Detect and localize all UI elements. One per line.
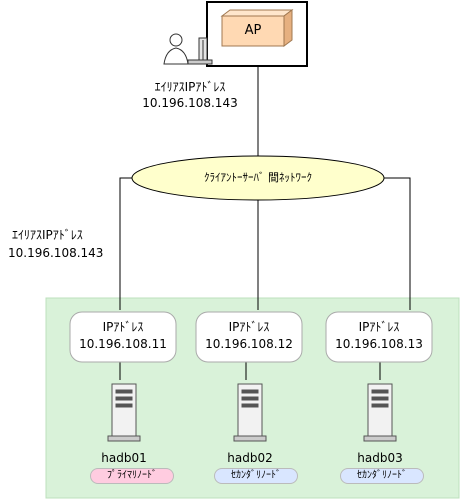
hadb01-ip: 10.196.108.11 [79,337,167,351]
ap-label: AP [244,23,262,38]
hadb03-ip: 10.196.108.13 [335,337,423,351]
hadb01-name: hadb01 [101,451,147,465]
user-icon [163,33,213,65]
hadb01-role-badge: ﾌﾟﾗｲﾏﾘﾉｰﾄﾞ [90,468,174,484]
hadb02-ip: 10.196.108.12 [205,337,293,351]
hadb02-role-badge: ｾｶﾝﾀﾞﾘﾉｰﾄﾞ [214,468,298,484]
hadb02-name: hadb02 [227,451,273,465]
hadb03-callout [325,311,433,363]
cluster-alias-label: ｴｲﾘｱｽIPｱﾄﾞﾚｽ [12,228,83,242]
hadb03-ip-label: IPｱﾄﾞﾚｽ [358,320,400,334]
hadb01-ip-label: IPｱﾄﾞﾚｽ [102,320,144,334]
ap-alias-label: ｴｲﾘｱｽIPｱﾄﾞﾚｽ [154,80,226,94]
ap-alias-ip: 10.196.108.143 [142,96,238,110]
hadb03-role-badge: ｾｶﾝﾀﾞﾘﾉｰﾄﾞ [340,468,424,484]
hadb03-server-icon [363,383,397,442]
network-ellipse [131,155,385,201]
hadb02-ip-label: IPｱﾄﾞﾚｽ [228,320,270,334]
hadb01-server-icon [107,383,141,442]
ap-box-top [220,9,294,17]
network-label: ｸﾗｲｱﾝﾄｰｻｰﾊﾞ 間ﾈｯﾄﾜｰｸ [204,171,312,184]
ap-box-side [283,9,293,47]
hadb02-server-icon [233,383,267,442]
hadb02-callout [195,311,303,363]
cluster-alias-ip: 10.196.108.143 [8,246,104,260]
network-to-hadb01-line [119,177,180,310]
hadb01-callout [69,311,177,363]
hadb03-name: hadb03 [357,451,403,465]
ap-box-front [221,15,285,47]
network-to-hadb03-line [336,177,411,310]
